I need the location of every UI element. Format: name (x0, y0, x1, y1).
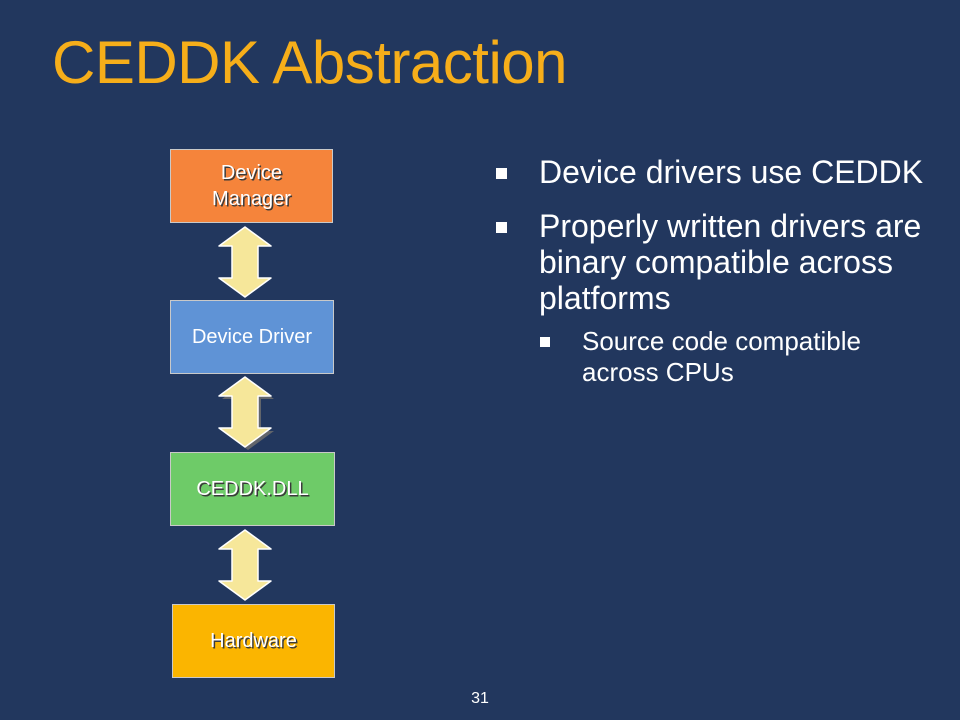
page-number: 31 (471, 690, 489, 707)
ceddk-dll-box: CEDDK.DLL (170, 452, 335, 526)
hardware-box: Hardware (172, 604, 335, 678)
square-bullet-icon (496, 168, 507, 179)
slide-title: CEDDK Abstraction (52, 29, 568, 96)
device-manager-box: Device Manager (170, 149, 333, 223)
ceddk-dll-label: CEDDK.DLL (196, 478, 309, 500)
square-bullet-icon (540, 337, 550, 347)
double-arrow-icon (218, 226, 272, 298)
bullet-text: Properly written drivers are binary comp… (539, 208, 922, 316)
device-driver-label: Device Driver (191, 326, 313, 348)
bullet-item: Device drivers use CEDDK (496, 154, 936, 190)
sub-bullet-text: Source code compatible across CPUs (582, 326, 861, 387)
square-bullet-icon (496, 222, 507, 233)
sub-bullet-item: Source code compatible across CPUs (496, 326, 936, 388)
bullet-item: Properly written drivers are binary comp… (496, 208, 936, 316)
double-arrow-icon (218, 529, 272, 601)
device-manager-label-line1: Device (220, 162, 283, 184)
device-manager-label-line2: Manager (212, 188, 291, 210)
bullet-text: Device drivers use CEDDK (539, 154, 924, 190)
bullet-list: Device drivers use CEDDK Properly writte… (496, 154, 936, 388)
double-arrow-icon (218, 376, 274, 450)
device-driver-box: Device Driver (170, 300, 334, 374)
hardware-label: Hardware (210, 630, 297, 652)
